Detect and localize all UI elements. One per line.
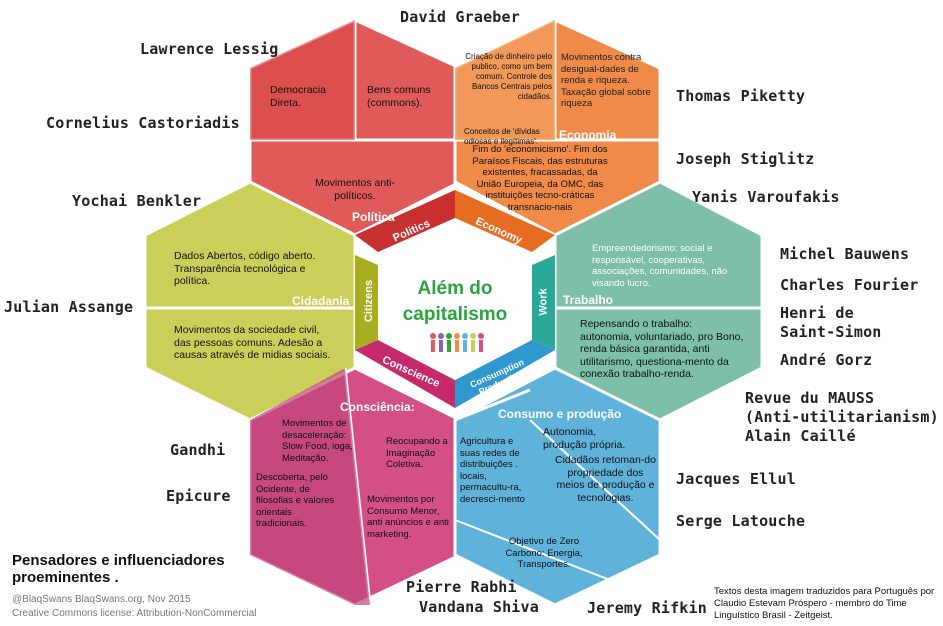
politics-hexagon — [248, 18, 462, 237]
cell-fim-economicismo: Fim do 'economicismo'. Fim dos Paraísos … — [472, 144, 608, 213]
person-ellul: Jacques Ellul — [676, 470, 796, 488]
work-band-label: Work — [537, 288, 550, 316]
person-gorz: André Gorz — [780, 351, 873, 369]
person-benkler: Yochai Benkler — [72, 192, 202, 210]
person-latouche: Serge Latouche — [676, 512, 806, 530]
person-saint-simon-line1: Henri de — [780, 304, 854, 322]
section-trabalho: Trabalho — [563, 293, 614, 307]
economy-band — [455, 190, 555, 252]
cell-democracia: Democracia Direta. — [270, 84, 327, 109]
footer-credit-line2: Creative Commons license: Attribution-No… — [12, 608, 257, 619]
cell-desaceleracao: Movimentos de desaceleração: Slow Food, … — [282, 418, 353, 464]
person-fourier: Charles Fourier — [780, 276, 919, 294]
cell-sociedade-civil: Movimentos da sociedade civil, das pesso… — [174, 324, 331, 361]
section-politica: Política — [352, 210, 395, 224]
center-title-line1: Além do — [417, 278, 493, 299]
person-mauss-line2: (Anti-utilitarianism) — [745, 408, 939, 426]
center-title: Além do capitalismo — [395, 276, 515, 328]
person-saint-simon-line2: Saint-Simon — [780, 323, 882, 341]
person-gandhi: Gandhi — [170, 441, 226, 459]
cell-criacao-dinheiro: Criação de dinheiro pelo publico, como u… — [465, 52, 552, 101]
person-mauss-line3: Alain Caillé — [745, 427, 856, 445]
person-assange: Julian Assange — [4, 298, 134, 316]
center-hexagon — [382, 220, 528, 380]
footer-translation: Textos desta imagem traduzidos para Port… — [714, 586, 935, 621]
conscience-hexagon — [248, 366, 462, 607]
person-castoriadis: Cornelius Castoriadis — [46, 114, 240, 132]
cell-agricultura: Agricultura e suas redes de distribuiçõe… — [460, 436, 525, 505]
person-lessig: Lawrence Lessig — [140, 40, 279, 58]
consumption-hexagon — [453, 366, 662, 607]
cell-autonomia: Autonomia, produção própria. — [543, 426, 626, 451]
cell-repensando-trabalho: Repensando o trabalho: autonomia, volunt… — [580, 318, 744, 380]
footer-title: Pensadores e influenciadores proeminente… — [12, 552, 225, 586]
section-economia: Economia — [559, 128, 617, 142]
center-title-line2: capitalismo — [402, 304, 508, 325]
person-bauwens: Michel Bauwens — [780, 245, 910, 263]
section-consumo: Consumo e produção — [498, 407, 622, 421]
person-rabhi: Pierre Rabhi — [406, 578, 517, 596]
cell-imaginacao-coletiva: Reocupando a Imaginação Coletiva. — [386, 436, 448, 470]
people-figures-icon — [430, 333, 484, 352]
cell-cidadaos-retomando: Cidadãos retoman-do propriedade dos meio… — [555, 454, 656, 504]
citizens-band — [355, 255, 378, 350]
person-varoufakis: Yanis Varoufakis — [692, 188, 840, 206]
person-graeber: David Graeber — [400, 8, 520, 26]
cell-movimentos-antipoliticos: Movimentos anti-políticos. — [315, 177, 395, 202]
section-cidadania: Cidadania — [292, 294, 350, 308]
cell-empreendedorismo: Empreendedorismo: social e responsável, … — [592, 243, 728, 289]
person-epicure: Epicure — [166, 487, 231, 505]
economy-hexagon — [453, 18, 662, 237]
person-mauss-line1: Revue du MAUSS — [745, 389, 875, 407]
consumption-band — [455, 340, 555, 408]
cell-zero-carbono: Objetivo de Zero Carbono: Energia, Trans… — [505, 536, 583, 570]
politics-band — [355, 190, 455, 252]
citizens-band-label: Citizens — [363, 279, 376, 323]
work-band — [532, 255, 555, 350]
cell-desigualdades: Movimentos contra desigual-dades de rend… — [561, 52, 651, 109]
cell-dados-abertos: Dados Abertos, código aberto. Transparên… — [174, 250, 316, 287]
person-mauss: Revue du MAUSS (Anti-utilitarianism) Ala… — [745, 389, 939, 446]
cell-consumo-menor: Movimentos por Consumo Menor, anti anúnc… — [367, 494, 449, 540]
cell-dividas-odiosas: Conceitos de 'dívidas odiosas e ilegítim… — [464, 127, 540, 146]
cell-bens-comuns: Bens comuns (commons). — [367, 84, 431, 109]
person-saint-simon: Henri de Saint-Simon — [780, 304, 882, 342]
person-rifkin: Jeremy Rifkin — [587, 599, 707, 617]
person-shiva: Vandana Shiva — [419, 598, 539, 616]
person-piketty: Thomas Piketty — [676, 87, 806, 105]
person-stiglitz: Joseph Stiglitz — [676, 150, 815, 168]
conscience-band — [355, 340, 455, 408]
footer-credit-line1: @BlaqSwans BlaqSwans.org, Nov 2015 — [12, 594, 191, 605]
cell-filosofias-orientais: Descoberta, pelo Ocidente, de filosofias… — [256, 472, 335, 529]
section-consciencia: Consciência: — [340, 400, 415, 414]
